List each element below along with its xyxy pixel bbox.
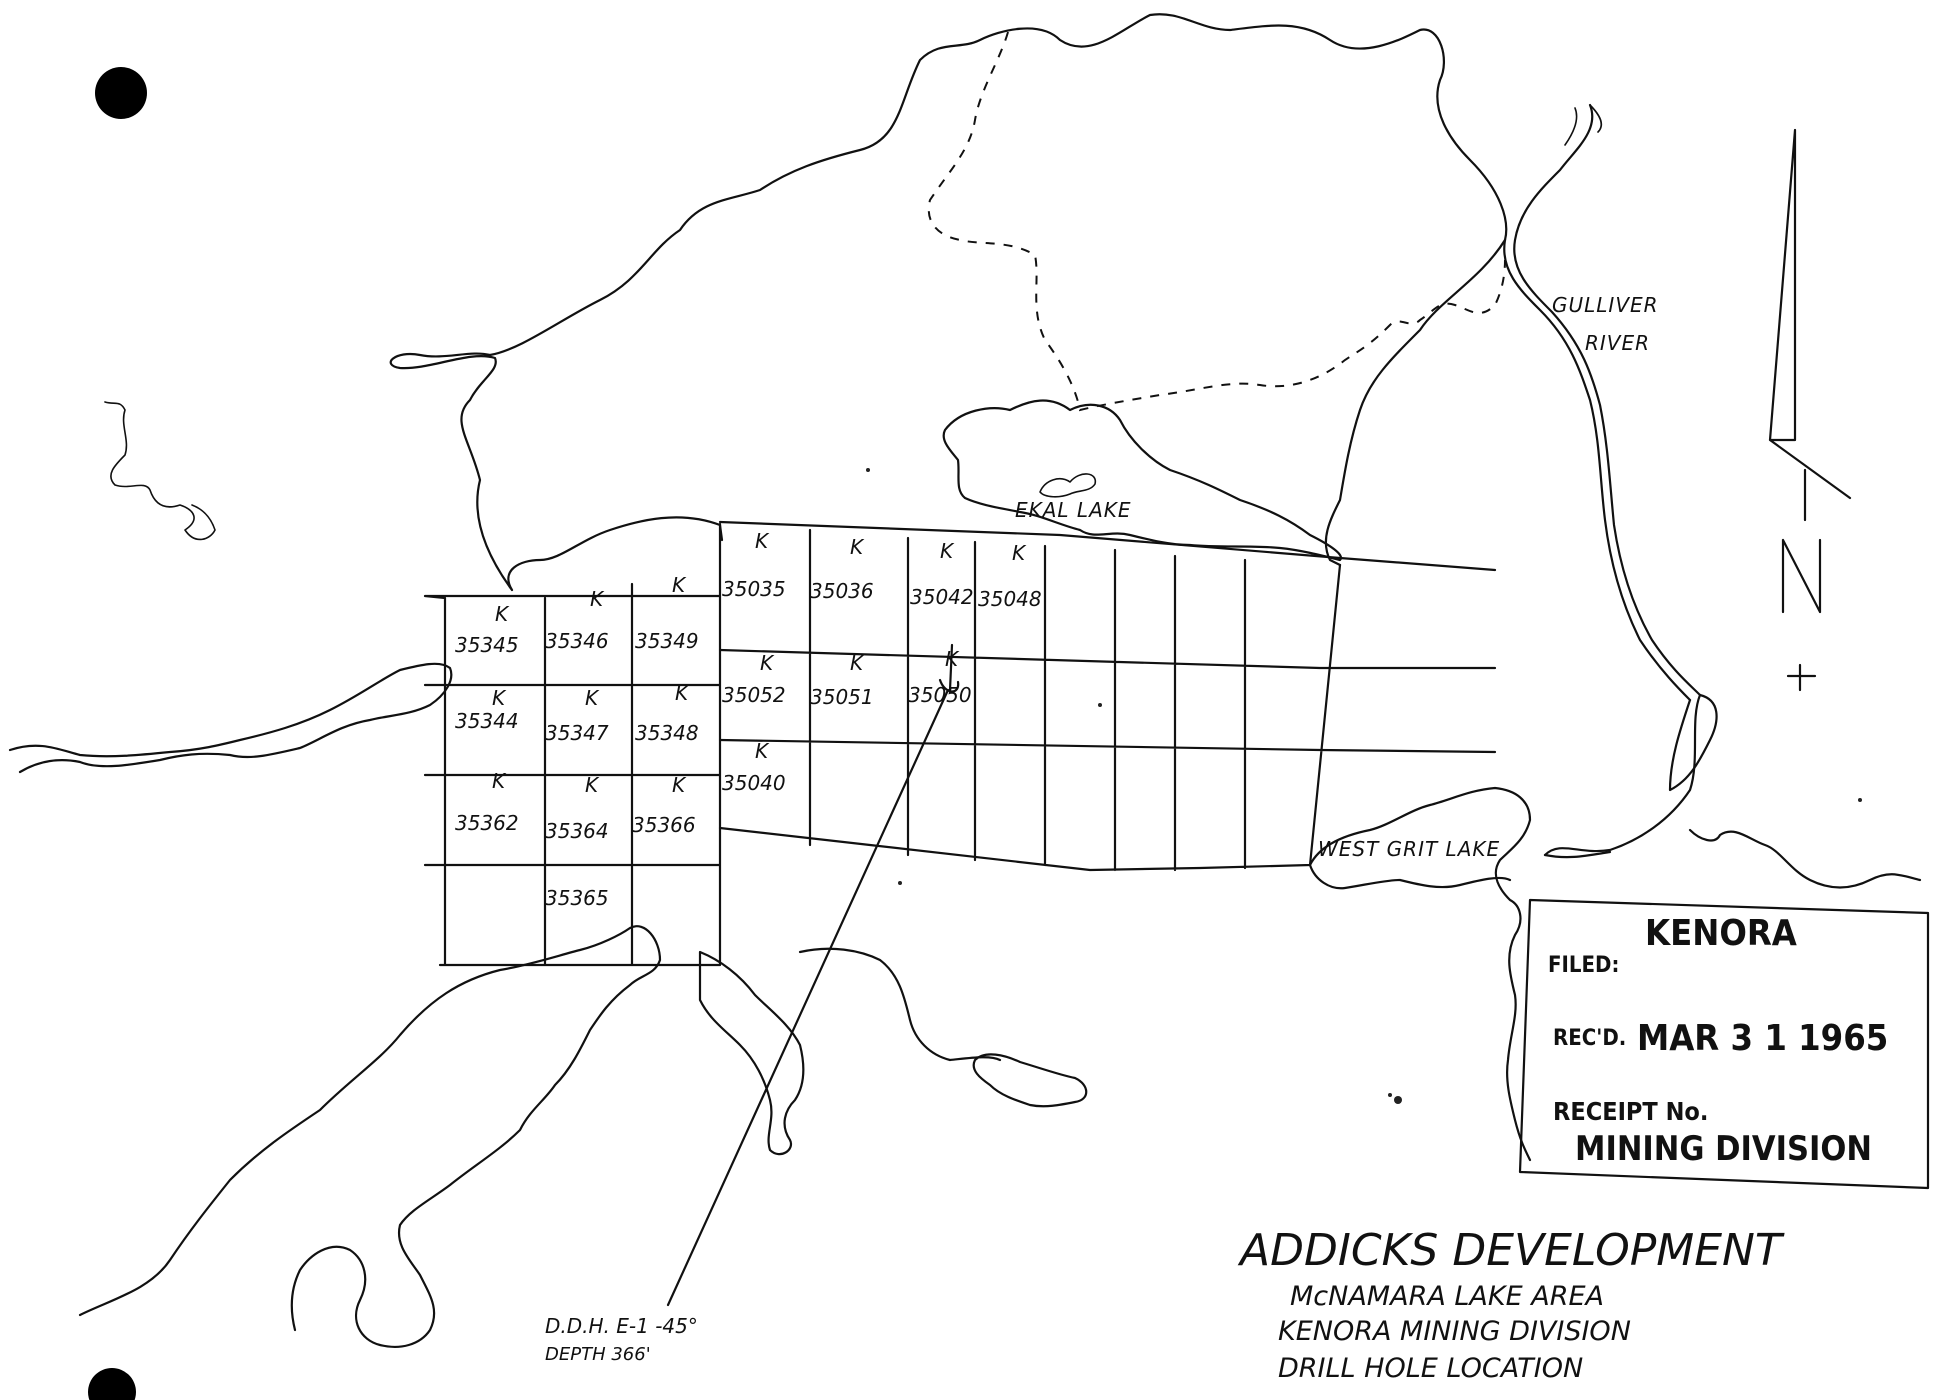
claim-number: 35346 <box>545 629 609 653</box>
drill-hole-label-2: DEPTH 366' <box>545 1344 651 1365</box>
claim-number: 35345 <box>455 633 519 657</box>
speck <box>1388 1093 1392 1097</box>
claim-number: 35050 <box>908 683 972 707</box>
claim-number: 35362 <box>455 811 519 835</box>
stamp-filed: FILED: <box>1548 953 1619 978</box>
claim-number: 35349 <box>635 629 699 653</box>
claim-k-mark: K <box>755 739 770 763</box>
label-west-grit-lake: WEST GRIT LAKE <box>1318 837 1500 861</box>
trail-dashed <box>927 31 1506 412</box>
speck <box>866 468 870 472</box>
shoreline-small-island <box>972 1053 1088 1108</box>
claim-k-mark: K <box>585 686 600 710</box>
claim-number: 35036 <box>810 579 874 603</box>
shoreline-river-mouth <box>1668 693 1718 792</box>
claim-number: 35040 <box>722 771 786 795</box>
claim-k-mark: K <box>590 587 605 611</box>
shoreline-west-arm <box>8 662 453 774</box>
claim-k-mark: K <box>755 529 770 553</box>
claim-k-mark: K <box>495 602 510 626</box>
shoreline-main-lake <box>389 13 1508 592</box>
claim-number: 35366 <box>632 813 696 837</box>
claim-number: 35347 <box>545 721 609 745</box>
claim-number: 35051 <box>810 685 874 709</box>
claim-number: 35364 <box>545 819 609 843</box>
receipt-stamp: KENORA FILED: REC'D. MAR 3 1 1965 RECEIP… <box>1518 898 1930 1190</box>
punch-hole-top <box>95 67 147 119</box>
drill-hole-label-1: D.D.H. E-1 -45° <box>545 1314 698 1338</box>
label-river: GULLIVER <box>1552 293 1659 317</box>
claim-k-mark: K <box>940 539 955 563</box>
claim-number: 35344 <box>455 709 519 733</box>
drill-hole-trace <box>666 643 960 1307</box>
stamp-border <box>1518 898 1930 1190</box>
claim-k-mark: K <box>1012 541 1027 565</box>
river-bank-west <box>1503 238 1692 702</box>
shoreline-east <box>1324 238 1702 857</box>
punch-hole-bottom <box>88 1368 136 1400</box>
north-arrow-n <box>1781 538 1822 692</box>
grid-west-block <box>423 522 722 967</box>
grid-central-block <box>718 520 1497 872</box>
speck <box>898 881 902 885</box>
title-line-3: DRILL HOLE LOCATION <box>1278 1353 1583 1384</box>
claim-k-mark: K <box>585 773 600 797</box>
title-main: ADDICKS DEVELOPMENT <box>1237 1225 1785 1276</box>
claim-number: 35052 <box>722 683 786 707</box>
claim-k-mark: K <box>850 651 865 675</box>
claim-k-mark: K <box>492 769 507 793</box>
claim-k-mark: K <box>675 681 690 705</box>
claim-grid <box>423 520 1497 967</box>
claim-k-mark: K <box>945 647 960 671</box>
stamp-receipt: RECEIPT No. <box>1553 1097 1708 1126</box>
claim-k-mark: K <box>492 686 507 710</box>
stamp-office: KENORA <box>1645 913 1797 954</box>
river-source <box>1564 104 1602 146</box>
north-arrow-shaft <box>1768 128 1852 522</box>
claim-k-mark: K <box>760 651 775 675</box>
speck <box>1098 703 1102 707</box>
shoreline-south <box>78 925 662 1348</box>
title-line-2: KENORA MINING DIVISION <box>1278 1316 1631 1347</box>
claim-number: 35348 <box>635 721 699 745</box>
shoreline-south-2 <box>798 947 1002 1062</box>
shoreline-far-east <box>1543 828 1922 889</box>
claim-k-mark: K <box>672 773 687 797</box>
claim-labels: K35345K35346K35349K35035K35036K35042K350… <box>455 529 1042 910</box>
label-river2: RIVER <box>1585 331 1650 355</box>
west-grit-lake-shore <box>1308 786 1532 1162</box>
title-line-1: McNAMARA LAKE AREA <box>1290 1281 1604 1312</box>
stamp-recd-label: REC'D. <box>1553 1026 1626 1051</box>
speck <box>1394 1096 1402 1104</box>
claim-number: 35035 <box>722 577 786 601</box>
claim-k-mark: K <box>850 535 865 559</box>
stamp-division: MINING DIVISION <box>1575 1129 1872 1169</box>
claim-number: 35365 <box>545 886 609 910</box>
stamp-recd-date: MAR 3 1 1965 <box>1637 1018 1888 1059</box>
shoreline-south-center <box>698 950 805 1156</box>
ekal-lake-shore <box>942 399 1343 562</box>
claim-number: 35042 <box>910 585 974 609</box>
ekal-lake-island <box>1039 473 1096 498</box>
river-bank-east <box>1513 103 1702 697</box>
claim-k-mark: K <box>672 573 687 597</box>
north-arrow <box>1768 128 1852 692</box>
speck <box>1858 798 1862 802</box>
claim-number: 35048 <box>978 587 1042 611</box>
shoreline-nw-stream <box>104 401 216 541</box>
label-ekal-lake: EKAL LAKE <box>1015 498 1132 522</box>
